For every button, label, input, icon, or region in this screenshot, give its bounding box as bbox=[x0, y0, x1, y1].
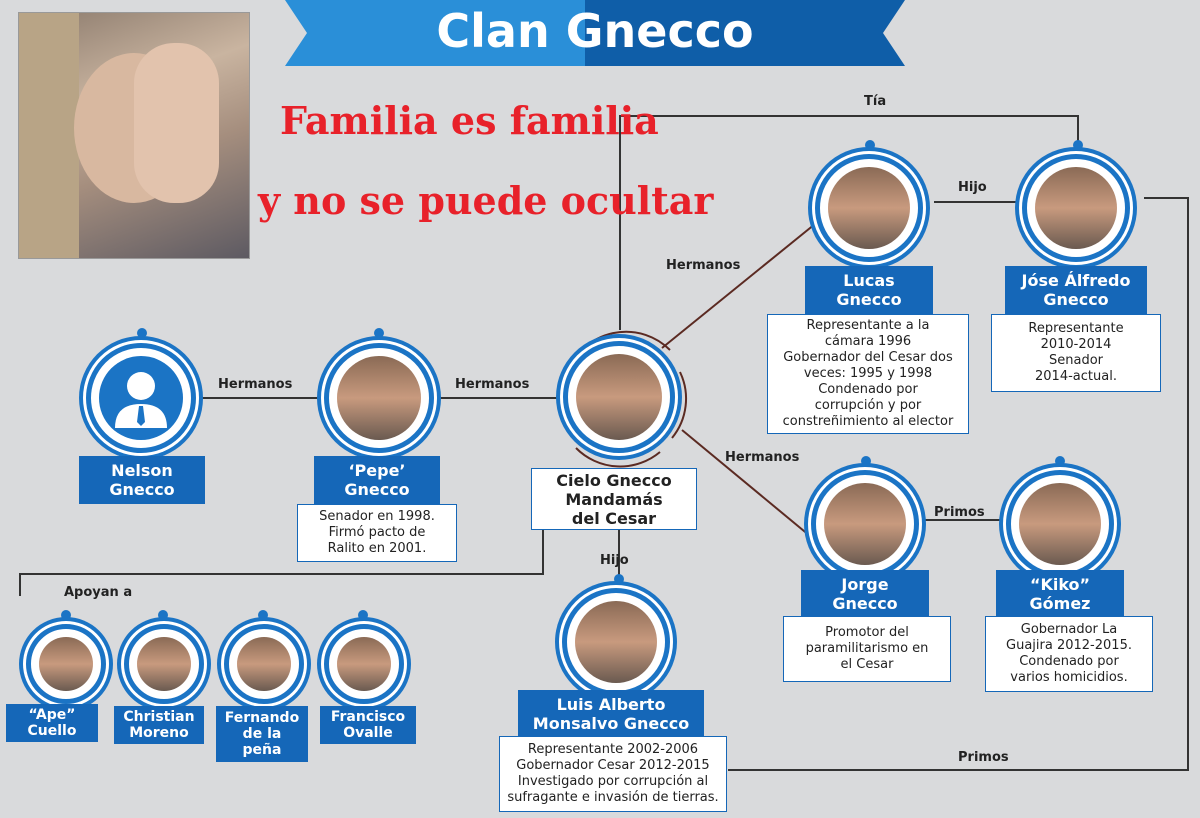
relation-hermanos-lucas: Hermanos bbox=[666, 258, 741, 273]
kiko-description: Gobernador La Guajira 2012-2015. Condena… bbox=[985, 616, 1153, 692]
kiko-name-text: “Kiko” Gómez bbox=[1029, 575, 1091, 613]
jose-description: Representante 2010-2014 Senador 2014-act… bbox=[991, 314, 1161, 392]
lucas-name-text: Lucas Gnecco bbox=[836, 271, 902, 309]
francisco-photo bbox=[337, 637, 391, 691]
banner-title-left: Clan bbox=[436, 4, 550, 58]
ape-photo bbox=[39, 637, 93, 691]
pepe-photo bbox=[337, 356, 421, 440]
lucas-photo bbox=[828, 167, 910, 249]
banner-title: Clan Gnecco bbox=[285, 4, 905, 58]
relation-hermanos-jorge: Hermanos bbox=[725, 450, 800, 465]
node-dot bbox=[258, 610, 268, 620]
jorge-name-text: Jorge Gnecco bbox=[832, 575, 898, 613]
photo-hand bbox=[134, 43, 219, 203]
cielo-name-text: Cielo Gnecco Mandamás del Cesar bbox=[556, 470, 672, 528]
jose-name-text: Jóse Álfredo Gnecco bbox=[1021, 271, 1131, 309]
photo-hair bbox=[19, 13, 79, 258]
fernando-avatar bbox=[224, 624, 304, 704]
francisco-avatar bbox=[324, 624, 404, 704]
lucas-avatar bbox=[815, 154, 923, 262]
jose-name: Jóse Álfredo Gnecco bbox=[1005, 266, 1147, 314]
jose-photo bbox=[1035, 167, 1117, 249]
node-dot bbox=[158, 610, 168, 620]
fernando-name-text: Fernando de la peña bbox=[224, 710, 300, 758]
relation-primos-luis: Primos bbox=[958, 750, 1009, 765]
node-dot bbox=[137, 328, 147, 338]
cielo-avatar bbox=[563, 341, 675, 453]
relation-apoyan: Apoyan a bbox=[64, 585, 133, 600]
node-dot bbox=[614, 574, 624, 584]
nelson-name-text: Nelson Gnecco bbox=[109, 461, 175, 499]
slogan-line-2: y no se puede ocultar bbox=[258, 178, 714, 223]
title-banner: Clan Gnecco bbox=[285, 0, 905, 66]
relation-hijo-top: Hijo bbox=[958, 180, 987, 195]
kiko-name: “Kiko” Gómez bbox=[996, 570, 1124, 618]
nelson-name: Nelson Gnecco bbox=[79, 456, 205, 504]
banner-left-shape bbox=[285, 0, 585, 66]
pepe-name: ‘Pepe’ Gnecco bbox=[314, 456, 440, 504]
pepe-avatar bbox=[324, 343, 434, 453]
node-dot bbox=[1055, 456, 1065, 466]
christian-name: Christian Moreno bbox=[114, 706, 204, 744]
jorge-description: Promotor del paramilitarismo en el Cesar bbox=[783, 616, 951, 682]
nelson-avatar bbox=[86, 343, 196, 453]
jorge-photo bbox=[824, 483, 906, 565]
jorge-avatar bbox=[811, 470, 919, 578]
lucas-name: Lucas Gnecco bbox=[805, 266, 933, 314]
ape-avatar bbox=[26, 624, 106, 704]
node-dot bbox=[1073, 140, 1083, 150]
luis-name-text: Luis Alberto Monsalvo Gnecco bbox=[532, 695, 690, 733]
relation-hijo-bottom: Hijo bbox=[600, 553, 629, 568]
luis-name: Luis Alberto Monsalvo Gnecco bbox=[518, 690, 704, 738]
ape-name-text: “Ape” Cuello bbox=[27, 707, 77, 739]
fernando-name: Fernando de la peña bbox=[216, 706, 308, 762]
node-dot bbox=[865, 140, 875, 150]
relation-primos-kiko: Primos bbox=[934, 505, 985, 520]
relation-tia: Tía bbox=[864, 94, 887, 109]
francisco-name: Francisco Ovalle bbox=[320, 706, 416, 744]
fernando-photo bbox=[237, 637, 291, 691]
cielo-photo bbox=[576, 354, 662, 440]
christian-name-text: Christian Moreno bbox=[123, 709, 195, 741]
kiko-avatar bbox=[1006, 470, 1114, 578]
node-dot bbox=[861, 456, 871, 466]
banner-right-shape bbox=[585, 0, 905, 66]
christian-avatar bbox=[124, 624, 204, 704]
kiko-photo bbox=[1019, 483, 1101, 565]
francisco-name-text: Francisco Ovalle bbox=[330, 709, 406, 741]
node-dot bbox=[61, 610, 71, 620]
luis-avatar bbox=[562, 588, 670, 696]
pepe-description: Senador en 1998. Firmó pacto de Ralito e… bbox=[297, 504, 457, 562]
jose-avatar bbox=[1022, 154, 1130, 262]
luis-description: Representante 2002-2006 Gobernador Cesar… bbox=[499, 736, 727, 812]
relation-hermanos-nelson: Hermanos bbox=[218, 377, 293, 392]
node-dot bbox=[358, 610, 368, 620]
author-photo bbox=[18, 12, 250, 259]
slogan-line-1: Familia es familia bbox=[280, 98, 659, 143]
luis-photo bbox=[575, 601, 657, 683]
pepe-name-text: ‘Pepe’ Gnecco bbox=[344, 461, 410, 499]
user-silhouette-icon bbox=[99, 356, 183, 440]
lucas-description: Representante a la cámara 1996 Gobernado… bbox=[767, 314, 969, 434]
christian-photo bbox=[137, 637, 191, 691]
relation-hermanos-pepe: Hermanos bbox=[455, 377, 530, 392]
node-dot bbox=[374, 328, 384, 338]
banner-title-right: Gnecco bbox=[565, 4, 754, 58]
jorge-name: Jorge Gnecco bbox=[801, 570, 929, 618]
cielo-name: Cielo Gnecco Mandamás del Cesar bbox=[531, 468, 697, 530]
ape-name: “Ape” Cuello bbox=[6, 704, 98, 742]
